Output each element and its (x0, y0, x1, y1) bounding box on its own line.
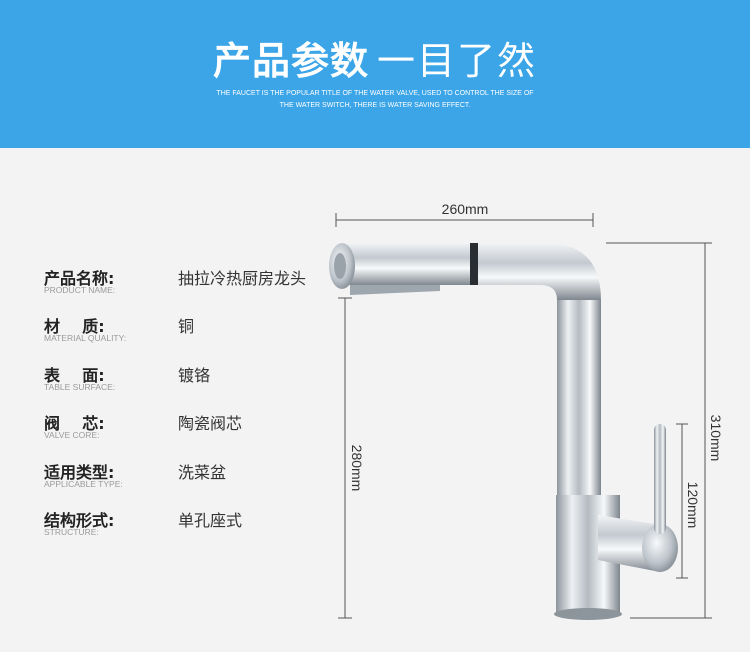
spec-value: 单孔座式 (178, 511, 243, 530)
spout-joint-ring (470, 243, 478, 285)
faucet-diagram: 260mm 280mm 310mm 120mm (329, 201, 724, 620)
faucet-elbow (470, 243, 601, 300)
banner-title-bold: 产品参数 (212, 39, 369, 83)
spec-label: 结构形式: (44, 511, 115, 530)
spec-value: 镀铬 (178, 366, 211, 385)
spec-value: 洗菜盆 (178, 463, 227, 482)
total-height-label: 310mm (708, 415, 724, 462)
spec-material: 材 质: MATERIAL QUALITY: 铜 (44, 313, 344, 353)
valve-cap (642, 524, 678, 572)
faucet-riser (557, 300, 601, 500)
spec-label: 阀 芯: (44, 414, 105, 433)
spec-label: 表 面: (44, 366, 105, 385)
spec-valve-core: 阀 芯: VALVE CORE: 陶瓷阀芯 (44, 410, 344, 450)
spec-label: 适用类型: (44, 463, 115, 482)
spec-sub-label: PRODUCT NAME: (44, 285, 116, 295)
spec-value: 抽拉冷热厨房龙头 (178, 269, 307, 288)
spec-sub-label: VALVE CORE: (44, 430, 100, 440)
spec-label: 产品名称: (44, 269, 115, 288)
spec-sub-label: MATERIAL QUALITY: (44, 333, 127, 343)
spec-product-name: 产品名称: PRODUCT NAME: 抽拉冷热厨房龙头 (44, 265, 344, 305)
handle-height-label: 120mm (685, 482, 701, 529)
spout-height-label: 280mm (349, 445, 365, 492)
faucet-base-plate (554, 608, 622, 620)
spec-surface: 表 面: TABLE SURFACE: 镀铬 (44, 362, 344, 402)
spec-sub-label: APPLICABLE TYPE: (44, 479, 123, 489)
spec-applicable-type: 适用类型: APPLICABLE TYPE: 洗菜盆 (44, 459, 344, 499)
lever-handle (654, 424, 666, 534)
header-banner: 产品参数一目了然 THE FAUCET IS THE POPULAR TITLE… (0, 0, 750, 148)
spec-sub-label: STRUCTURE: (44, 527, 99, 537)
spec-sub-label: TABLE SURFACE: (44, 382, 116, 392)
width-label: 260mm (442, 201, 489, 217)
banner-title: 产品参数一目了然 (0, 30, 750, 85)
spec-structure: 结构形式: STRUCTURE: 单孔座式 (44, 507, 344, 547)
banner-title-light: 一目了然 (377, 39, 538, 83)
spec-value: 陶瓷阀芯 (178, 414, 243, 433)
faucet-spout-head (345, 243, 475, 285)
banner-subtitle: THE FAUCET IS THE POPULAR TITLE OF THE W… (216, 90, 534, 109)
spec-label: 材 质: (44, 317, 105, 336)
spec-value: 铜 (178, 317, 195, 336)
